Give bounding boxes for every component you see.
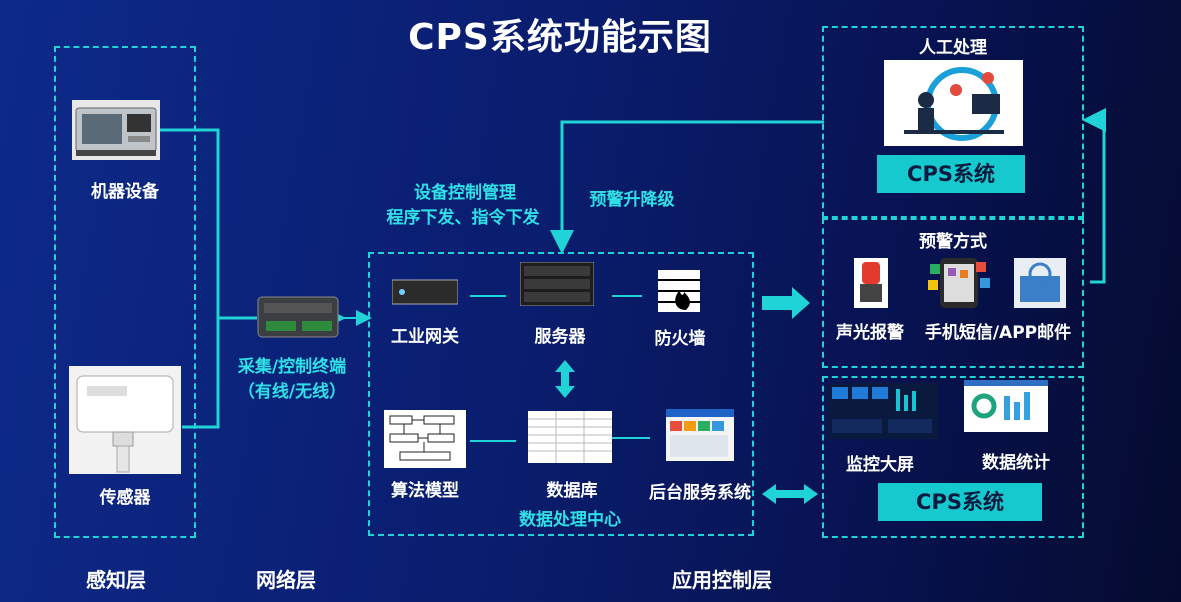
machine-image — [72, 100, 160, 160]
phone-apps-icon — [926, 256, 992, 310]
database-icon — [528, 411, 612, 463]
sense-layer-box — [54, 46, 196, 538]
upgrade-label: 预警升降级 — [589, 190, 675, 210]
sensor-label: 传感器 — [99, 488, 151, 508]
app-layer-name: 应用控制层 — [672, 568, 772, 592]
sense-layer-name: 感知层 — [86, 568, 146, 592]
email-icon — [1014, 258, 1066, 308]
alert-title: 预警方式 — [919, 232, 987, 252]
manual-box — [822, 26, 1084, 218]
manual-illustration — [884, 60, 1023, 146]
sensor-image — [69, 366, 181, 474]
control-label-1: 设备控制管理 — [414, 183, 516, 203]
network-layer-name: 网络层 — [256, 568, 316, 592]
gateway-icon — [392, 276, 458, 308]
sms-label: 手机短信/APP邮件 — [924, 323, 1072, 343]
backend-icon — [666, 409, 734, 461]
monitor-screen-image — [828, 383, 938, 439]
manual-title: 人工处理 — [919, 38, 987, 58]
algorithm-label: 算法模型 — [391, 481, 459, 501]
page-title: CPS系统功能示图 — [408, 17, 712, 58]
gateway-label: 工业网关 — [391, 327, 459, 347]
firewall-icon — [658, 270, 700, 312]
monitor-cps-badge: CPS系统 — [878, 483, 1042, 521]
data-center-title: 数据处理中心 — [519, 510, 621, 530]
database-label: 数据库 — [546, 481, 598, 501]
terminal-label-sub: （有线/无线） — [237, 382, 347, 402]
algorithm-icon — [384, 410, 466, 468]
machine-label: 机器设备 — [91, 182, 159, 202]
manual-cps-badge: CPS系统 — [877, 155, 1025, 193]
monitor-box — [822, 376, 1084, 538]
server-label: 服务器 — [534, 327, 586, 347]
alert-box — [822, 218, 1084, 368]
server-icon — [520, 262, 594, 306]
backend-label: 后台服务系统 — [649, 483, 751, 503]
terminal-label: 采集/控制终端 — [237, 357, 347, 377]
control-label-2: 程序下发、指令下发 — [386, 208, 540, 228]
firewall-label: 防火墙 — [654, 329, 706, 349]
terminal-image — [256, 291, 340, 343]
alarm-light-icon — [854, 258, 888, 308]
stats-image — [964, 380, 1048, 432]
monitor-screen-label: 监控大屏 — [846, 455, 914, 475]
sound-light-label: 声光报警 — [836, 323, 904, 343]
stats-label: 数据统计 — [982, 453, 1050, 473]
data-center-box — [368, 252, 754, 536]
